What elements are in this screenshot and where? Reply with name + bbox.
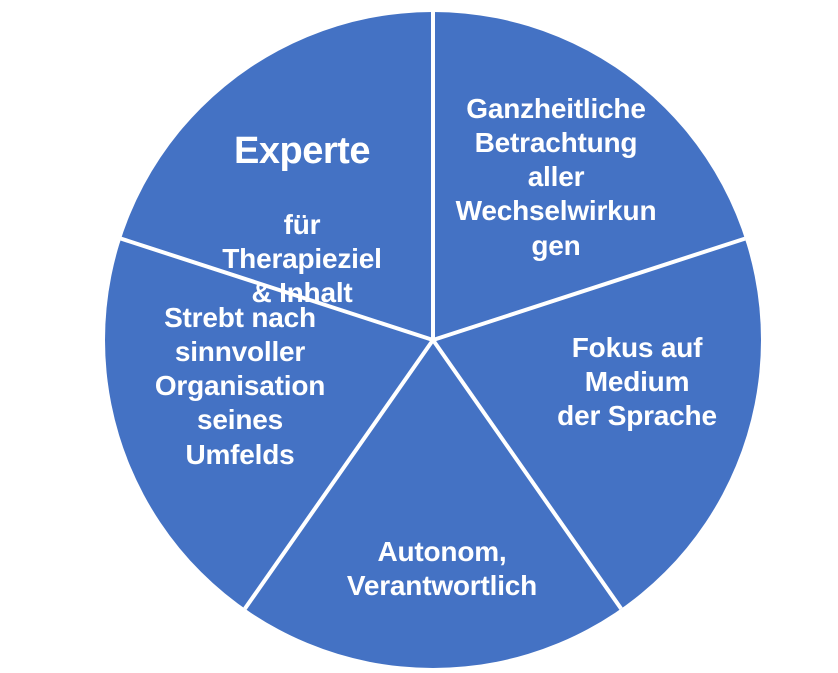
divider-left-lower <box>243 338 435 610</box>
divider-right-upper <box>432 236 746 342</box>
divider-left-upper <box>120 236 434 342</box>
divider-right-lower <box>431 338 623 610</box>
pie-dividers <box>120 12 746 610</box>
